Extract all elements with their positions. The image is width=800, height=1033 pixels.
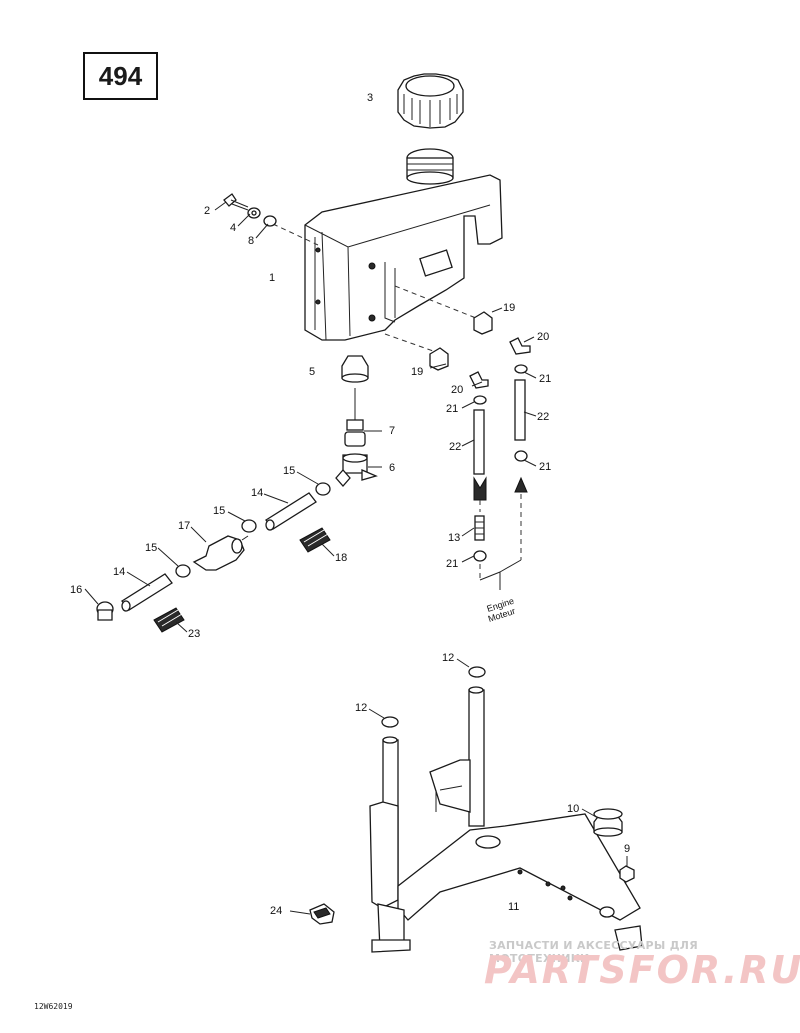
callout-15b: 15 bbox=[213, 505, 225, 517]
callout-21c: 21 bbox=[539, 461, 551, 473]
watermark-logo: PARTSFOR.RU bbox=[484, 948, 800, 992]
engine-label: Engine Moteur bbox=[486, 596, 517, 624]
clip bbox=[309, 903, 335, 925]
oil-tank bbox=[272, 148, 503, 341]
callout-15a: 15 bbox=[283, 465, 295, 477]
callout-labels: 1 2 3 4 5 6 7 8 9 10 11 12 12 13 14 14 1… bbox=[70, 92, 630, 917]
callout-23: 23 bbox=[188, 628, 200, 640]
end-fitting bbox=[96, 601, 114, 621]
callout-14a: 14 bbox=[251, 487, 263, 499]
fuel-cap bbox=[397, 73, 464, 129]
callout-20a: 20 bbox=[537, 331, 549, 343]
callout-4: 4 bbox=[230, 222, 236, 234]
page-number-box: 494 bbox=[83, 52, 158, 100]
callout-15c: 15 bbox=[145, 542, 157, 554]
bolt-assembly bbox=[223, 193, 277, 227]
callout-19a: 19 bbox=[503, 302, 515, 314]
callout-1: 1 bbox=[269, 272, 275, 284]
callout-9: 9 bbox=[624, 843, 630, 855]
callout-19b: 19 bbox=[411, 366, 423, 378]
callout-6: 6 bbox=[389, 462, 395, 474]
page-number: 494 bbox=[98, 60, 143, 91]
callout-3: 3 bbox=[367, 92, 373, 104]
callout-11: 11 bbox=[508, 901, 519, 913]
callout-17: 17 bbox=[178, 520, 190, 532]
callout-21b: 21 bbox=[446, 403, 458, 415]
tank-stand bbox=[369, 666, 643, 953]
springs bbox=[153, 527, 331, 633]
callout-18: 18 bbox=[335, 552, 347, 564]
callout-21d: 21 bbox=[446, 558, 458, 570]
callout-5: 5 bbox=[309, 366, 315, 378]
callout-14b: 14 bbox=[113, 566, 125, 578]
callout-12b: 12 bbox=[355, 702, 367, 714]
outlet-fittings bbox=[335, 355, 378, 487]
hoses bbox=[121, 492, 317, 612]
callout-21a: 21 bbox=[539, 373, 551, 385]
reference-code: 12W62019 bbox=[34, 1002, 73, 1011]
callout-24: 24 bbox=[270, 905, 282, 917]
callout-13: 13 bbox=[448, 532, 460, 544]
leader-lines bbox=[84, 201, 628, 915]
callout-10: 10 bbox=[567, 803, 579, 815]
watermark-top-line: ЗАПЧАСТИ И АКСЕССУАРЫ ДЛЯ МОТОТЕХНИКИ bbox=[489, 939, 699, 965]
clamps bbox=[175, 482, 331, 578]
callout-22b: 22 bbox=[449, 441, 461, 453]
stand-fasteners bbox=[593, 808, 635, 883]
callout-16: 16 bbox=[70, 584, 82, 596]
fuel-filter bbox=[192, 535, 249, 571]
callout-20b: 20 bbox=[451, 384, 463, 396]
callout-8: 8 bbox=[248, 235, 254, 247]
callout-22a: 22 bbox=[537, 411, 549, 423]
callout-7: 7 bbox=[389, 425, 395, 437]
callout-2: 2 bbox=[204, 205, 210, 217]
callout-12a: 12 bbox=[442, 652, 454, 664]
vent-lines bbox=[384, 285, 531, 590]
